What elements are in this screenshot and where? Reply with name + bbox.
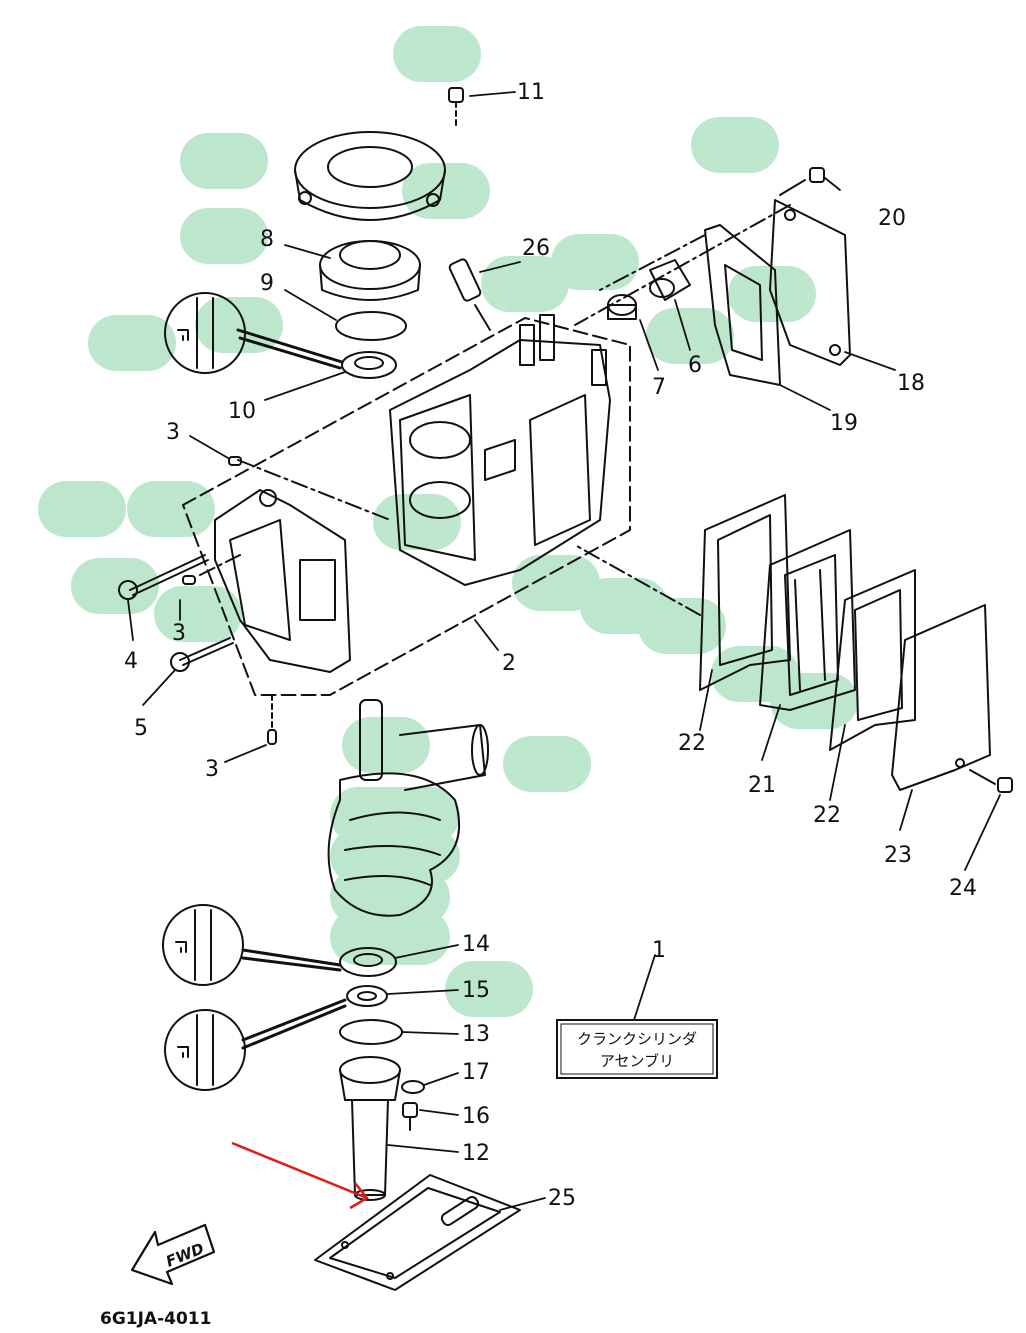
callout-22-right: 22 bbox=[813, 803, 841, 828]
assembly-name-line2: アセンブリ bbox=[600, 1052, 674, 1070]
reed-valve-21 bbox=[759, 529, 856, 711]
bolt-11 bbox=[448, 87, 464, 127]
oil-seal-14 bbox=[339, 947, 397, 977]
callout-8: 8 bbox=[260, 227, 274, 252]
grease-symbol-icon bbox=[164, 998, 347, 1091]
gasket-22a bbox=[699, 494, 791, 691]
spark-plug-26 bbox=[448, 258, 491, 331]
callout-18: 18 bbox=[897, 371, 925, 396]
callout-5: 5 bbox=[134, 716, 148, 741]
bolt-4 bbox=[118, 554, 209, 600]
alignment-line bbox=[199, 204, 791, 616]
grease-symbol-icon bbox=[162, 904, 342, 986]
callout-3-mid: 3 bbox=[172, 621, 186, 646]
callout-23: 23 bbox=[884, 843, 912, 868]
callout-3-top: 3 bbox=[166, 420, 180, 445]
dowel-pin-3 bbox=[267, 729, 277, 745]
callout-10: 10 bbox=[228, 399, 256, 424]
diagram-code: 6G1JA-4011 bbox=[100, 1309, 211, 1329]
callout-13: 13 bbox=[462, 1022, 490, 1047]
callout-25: 25 bbox=[548, 1186, 576, 1211]
grease-symbol-icon bbox=[164, 292, 344, 374]
housing-12 bbox=[339, 1056, 401, 1201]
callout-1: 1 bbox=[652, 938, 666, 963]
callout-numbers: 11 8 9 10 3 4 3 5 3 2 26 7 6 20 18 19 22… bbox=[124, 80, 977, 1211]
crankshaft bbox=[327, 699, 489, 917]
bolt-20 bbox=[779, 167, 825, 196]
callout-17: 17 bbox=[462, 1060, 490, 1085]
callout-2: 2 bbox=[502, 651, 516, 676]
assembly-dashed-outline bbox=[182, 317, 631, 696]
callout-4: 4 bbox=[124, 649, 138, 674]
callout-26: 26 bbox=[522, 236, 550, 261]
callout-22-left: 22 bbox=[678, 731, 706, 756]
callout-11: 11 bbox=[517, 80, 545, 105]
intake-plate-23 bbox=[891, 604, 991, 791]
red-pointer-arrow-icon bbox=[231, 1141, 369, 1210]
gasket-25 bbox=[314, 1174, 521, 1291]
thermostat-cover-6 bbox=[649, 259, 691, 301]
callout-6: 6 bbox=[688, 353, 702, 378]
fwd-arrow-icon: FWD bbox=[130, 1223, 216, 1286]
exhaust-cover-18 bbox=[769, 199, 851, 366]
callout-20: 20 bbox=[878, 206, 906, 231]
bolt-5 bbox=[170, 637, 234, 672]
callout-leaders bbox=[127, 91, 1001, 1211]
highlight-markers bbox=[38, 26, 858, 1017]
callout-14: 14 bbox=[462, 932, 490, 957]
callout-19: 19 bbox=[830, 411, 858, 436]
bolt-24 bbox=[969, 769, 1013, 793]
bolt-16 bbox=[402, 1102, 418, 1131]
callout-21: 21 bbox=[748, 773, 776, 798]
gasket-22b bbox=[829, 569, 916, 751]
o-ring-9 bbox=[335, 311, 407, 341]
callout-15: 15 bbox=[462, 978, 490, 1003]
o-ring-13 bbox=[339, 1019, 403, 1045]
top-cover-plate bbox=[294, 131, 446, 221]
washer-17 bbox=[401, 1080, 425, 1094]
cylinder-block bbox=[389, 314, 611, 586]
thermostat-7 bbox=[607, 294, 637, 320]
callout-24: 24 bbox=[949, 876, 977, 901]
dowel-pin-3 bbox=[182, 575, 196, 585]
callout-16: 16 bbox=[462, 1104, 490, 1129]
callout-3-low: 3 bbox=[205, 757, 219, 782]
crankcase bbox=[214, 489, 351, 673]
callout-12: 12 bbox=[462, 1141, 490, 1166]
oil-seal-10 bbox=[341, 351, 397, 379]
bearing-15 bbox=[346, 985, 388, 1007]
assembly-name-box: クランクシリンダ アセンブリ bbox=[556, 1019, 718, 1079]
bearing-housing-8 bbox=[319, 240, 421, 301]
assembly-name-line1: クランクシリンダ bbox=[577, 1030, 697, 1048]
callout-7: 7 bbox=[652, 375, 666, 400]
callout-9: 9 bbox=[260, 271, 274, 296]
